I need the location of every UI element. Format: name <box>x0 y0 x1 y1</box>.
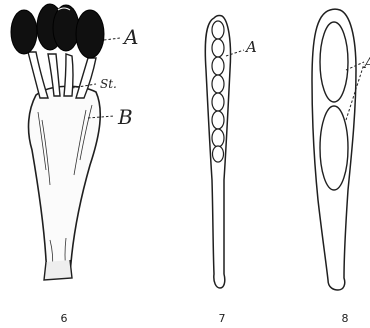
label-spores-A: A <box>122 25 138 49</box>
label-sterigmata: St. <box>100 77 117 91</box>
ascospore <box>212 39 224 57</box>
figure-number-6: 6 <box>61 312 68 325</box>
figure-number-7: 7 <box>219 312 226 325</box>
figure-8: A 8 <box>312 9 370 325</box>
label-spores-A: A <box>244 38 257 56</box>
spore <box>53 5 79 51</box>
figure-number-8: 8 <box>342 312 349 325</box>
ascospore <box>212 57 224 75</box>
figure-6: A St. B 6 <box>11 4 138 325</box>
ascospore <box>213 146 224 162</box>
ascospore <box>212 75 224 93</box>
leader-line-A <box>104 38 120 40</box>
basidium-base <box>44 260 72 280</box>
spore <box>76 10 104 58</box>
ascospore <box>212 93 224 111</box>
label-spores-A: A <box>362 54 370 72</box>
ascospore <box>320 106 348 190</box>
figure-7: A 7 <box>205 16 257 325</box>
spore <box>11 10 37 54</box>
ascospore <box>212 21 224 39</box>
ascospore <box>212 129 224 147</box>
label-basidium-B: B <box>117 105 133 129</box>
ascospore <box>212 111 224 129</box>
spores <box>11 4 104 58</box>
ascospore <box>320 22 348 102</box>
